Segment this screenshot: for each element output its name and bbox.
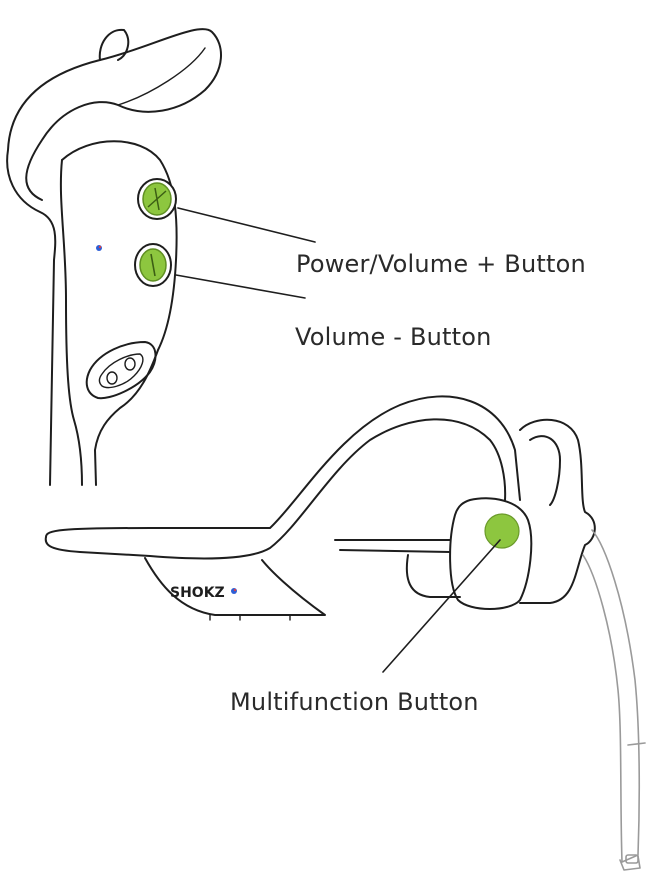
multifunction-label: Multifunction Button xyxy=(230,688,479,716)
boom-mic-tip xyxy=(619,855,641,871)
front-transducer-outline xyxy=(449,497,533,610)
neckband-outline xyxy=(45,395,521,538)
minus-icon xyxy=(150,253,156,277)
plus-icon xyxy=(147,187,167,211)
logo-led-dot xyxy=(233,588,237,592)
power-leader-line xyxy=(177,207,316,243)
boom-mic-segment xyxy=(627,742,646,746)
multifunction-button[interactable] xyxy=(484,513,520,549)
ear-hook-outline xyxy=(6,28,223,486)
power-volume-plus-label: Power/Volume + Button xyxy=(296,250,586,278)
ear-hook-tip xyxy=(98,28,130,61)
led-indicator-icon xyxy=(96,245,102,251)
boom-mic-outline xyxy=(582,529,641,863)
control-module-inner-edge xyxy=(59,159,83,486)
power-volume-plus-button[interactable] xyxy=(137,178,177,220)
neckband-lower-edge xyxy=(44,418,507,560)
led-indicator-dot xyxy=(98,245,102,249)
full-headset-view: SHOKZ xyxy=(44,395,646,871)
rear-transducer-outline xyxy=(519,418,596,604)
rear-arm-outline xyxy=(405,554,461,598)
multifunction-leader-line xyxy=(382,539,501,673)
logo-housing-outline xyxy=(144,557,326,616)
charging-port xyxy=(85,341,157,400)
logo-housing-base xyxy=(209,614,291,621)
brand-logo: SHOKZ xyxy=(170,585,225,601)
volume-minus-button[interactable] xyxy=(134,243,172,287)
volume-minus-label: Volume - Button xyxy=(295,323,492,351)
rear-transducer-inner xyxy=(529,435,561,506)
control-module-outline xyxy=(61,140,178,486)
boom-mic-grille xyxy=(625,854,639,864)
neckband-rear-bar xyxy=(334,539,451,553)
logo-led-icon xyxy=(231,588,237,594)
control-housing-closeup xyxy=(6,28,316,486)
ear-hook-inner xyxy=(117,47,206,106)
volume-leader-line xyxy=(175,274,306,299)
